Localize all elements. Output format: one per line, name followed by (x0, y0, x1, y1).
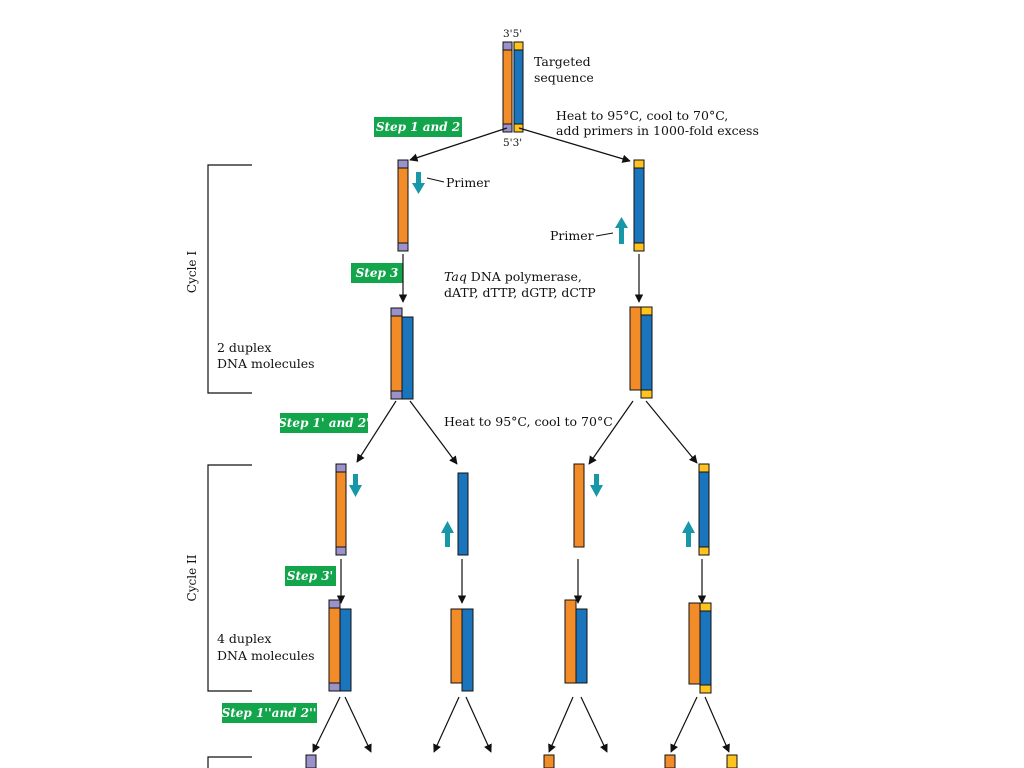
cycle-1-label: Cycle I (185, 251, 199, 293)
c2-primer-1-down-icon (349, 474, 362, 497)
targeted-label-line2: sequence (534, 70, 594, 85)
cycle-3-bracket (207, 756, 252, 768)
split-arrow-left (409, 127, 508, 162)
heat-instruction-2: Heat to 95°C, cool to 70°C (444, 414, 613, 429)
targeted-label-line1: Targeted (534, 54, 591, 69)
step-1pp-and-2pp-label: Step 1''and 2'' (222, 706, 317, 720)
primer-label-right: Primer (550, 228, 594, 243)
cycle-3-split-arrows (312, 696, 730, 753)
duplex-4-label-line2: DNA molecules (217, 648, 315, 663)
bottom-strand-ends-label: 5'3' (503, 137, 522, 149)
step-3-badge: Step 3 (351, 263, 403, 283)
c2-strand-4 (698, 463, 710, 556)
dntps-label: dATP, dTTP, dGTP, dCTP (444, 285, 596, 300)
heat-instruction-line2: add primers in 1000-fold excess (556, 123, 759, 138)
c2-primer-3-down-icon (590, 474, 603, 497)
separated-orange-strand (397, 159, 409, 252)
c2-duplex-4 (688, 602, 712, 694)
step-3p-label: Step 3' (287, 569, 333, 583)
step-1p-and-2p-badge: Step 1' and 2' (278, 413, 370, 433)
c2-duplex-1 (328, 599, 352, 692)
cycle-1-bracket (207, 164, 252, 394)
step-3-label: Step 3 (356, 266, 399, 280)
split-arrow-right (518, 127, 631, 163)
c2-strand-1 (335, 463, 347, 556)
step-1-and-2-badge: Step 1 and 2 (374, 117, 462, 137)
taq-polymerase-label: Taq DNA polymerase, (444, 269, 582, 284)
cycle-2-label: Cycle II (185, 554, 199, 601)
top-strand-ends-label: 3'5' (503, 28, 522, 40)
split-arrow-c2-1 (356, 400, 397, 463)
step-3p-badge: Step 3' (285, 566, 336, 586)
split-arrow-c2-3 (588, 400, 634, 465)
c2-duplex-2 (450, 608, 474, 692)
c2-strand-2 (457, 472, 469, 556)
cycle-2-bracket (207, 464, 252, 692)
step-1pp-and-2pp-badge: Step 1''and 2'' (222, 703, 317, 723)
primer-label-left: Primer (446, 175, 490, 190)
primer-leader-right (595, 232, 614, 237)
heat-instruction-line1: Heat to 95°C, cool to 70°C, (556, 108, 728, 123)
primer-leader-left (426, 177, 445, 183)
split-arrow-c2-2 (409, 400, 458, 465)
c2-primer-2-up-icon (441, 521, 454, 547)
primer-arrow-down-icon (412, 172, 425, 194)
duplex-molecule-2 (629, 306, 653, 399)
split-arrow-c2-4 (645, 400, 698, 464)
step-1-and-2-label: Step 1 and 2 (376, 120, 460, 134)
primer-arrow-up-icon (615, 217, 628, 244)
c2-strand-3 (573, 463, 585, 548)
duplex-2-label-line1: 2 duplex (217, 340, 271, 355)
c2-primer-4-up-icon (682, 521, 695, 547)
duplex-molecule-1 (390, 307, 414, 400)
duplex-2-label-line2: DNA molecules (217, 356, 315, 371)
cycle-3-strand-tops (305, 754, 738, 768)
targeted-sequence-duplex (502, 41, 524, 133)
separated-blue-strand (633, 159, 645, 252)
step-1p-and-2p-label: Step 1' and 2' (278, 416, 370, 430)
duplex-4-label-line1: 4 duplex (217, 631, 271, 646)
c2-duplex-3 (564, 599, 588, 684)
